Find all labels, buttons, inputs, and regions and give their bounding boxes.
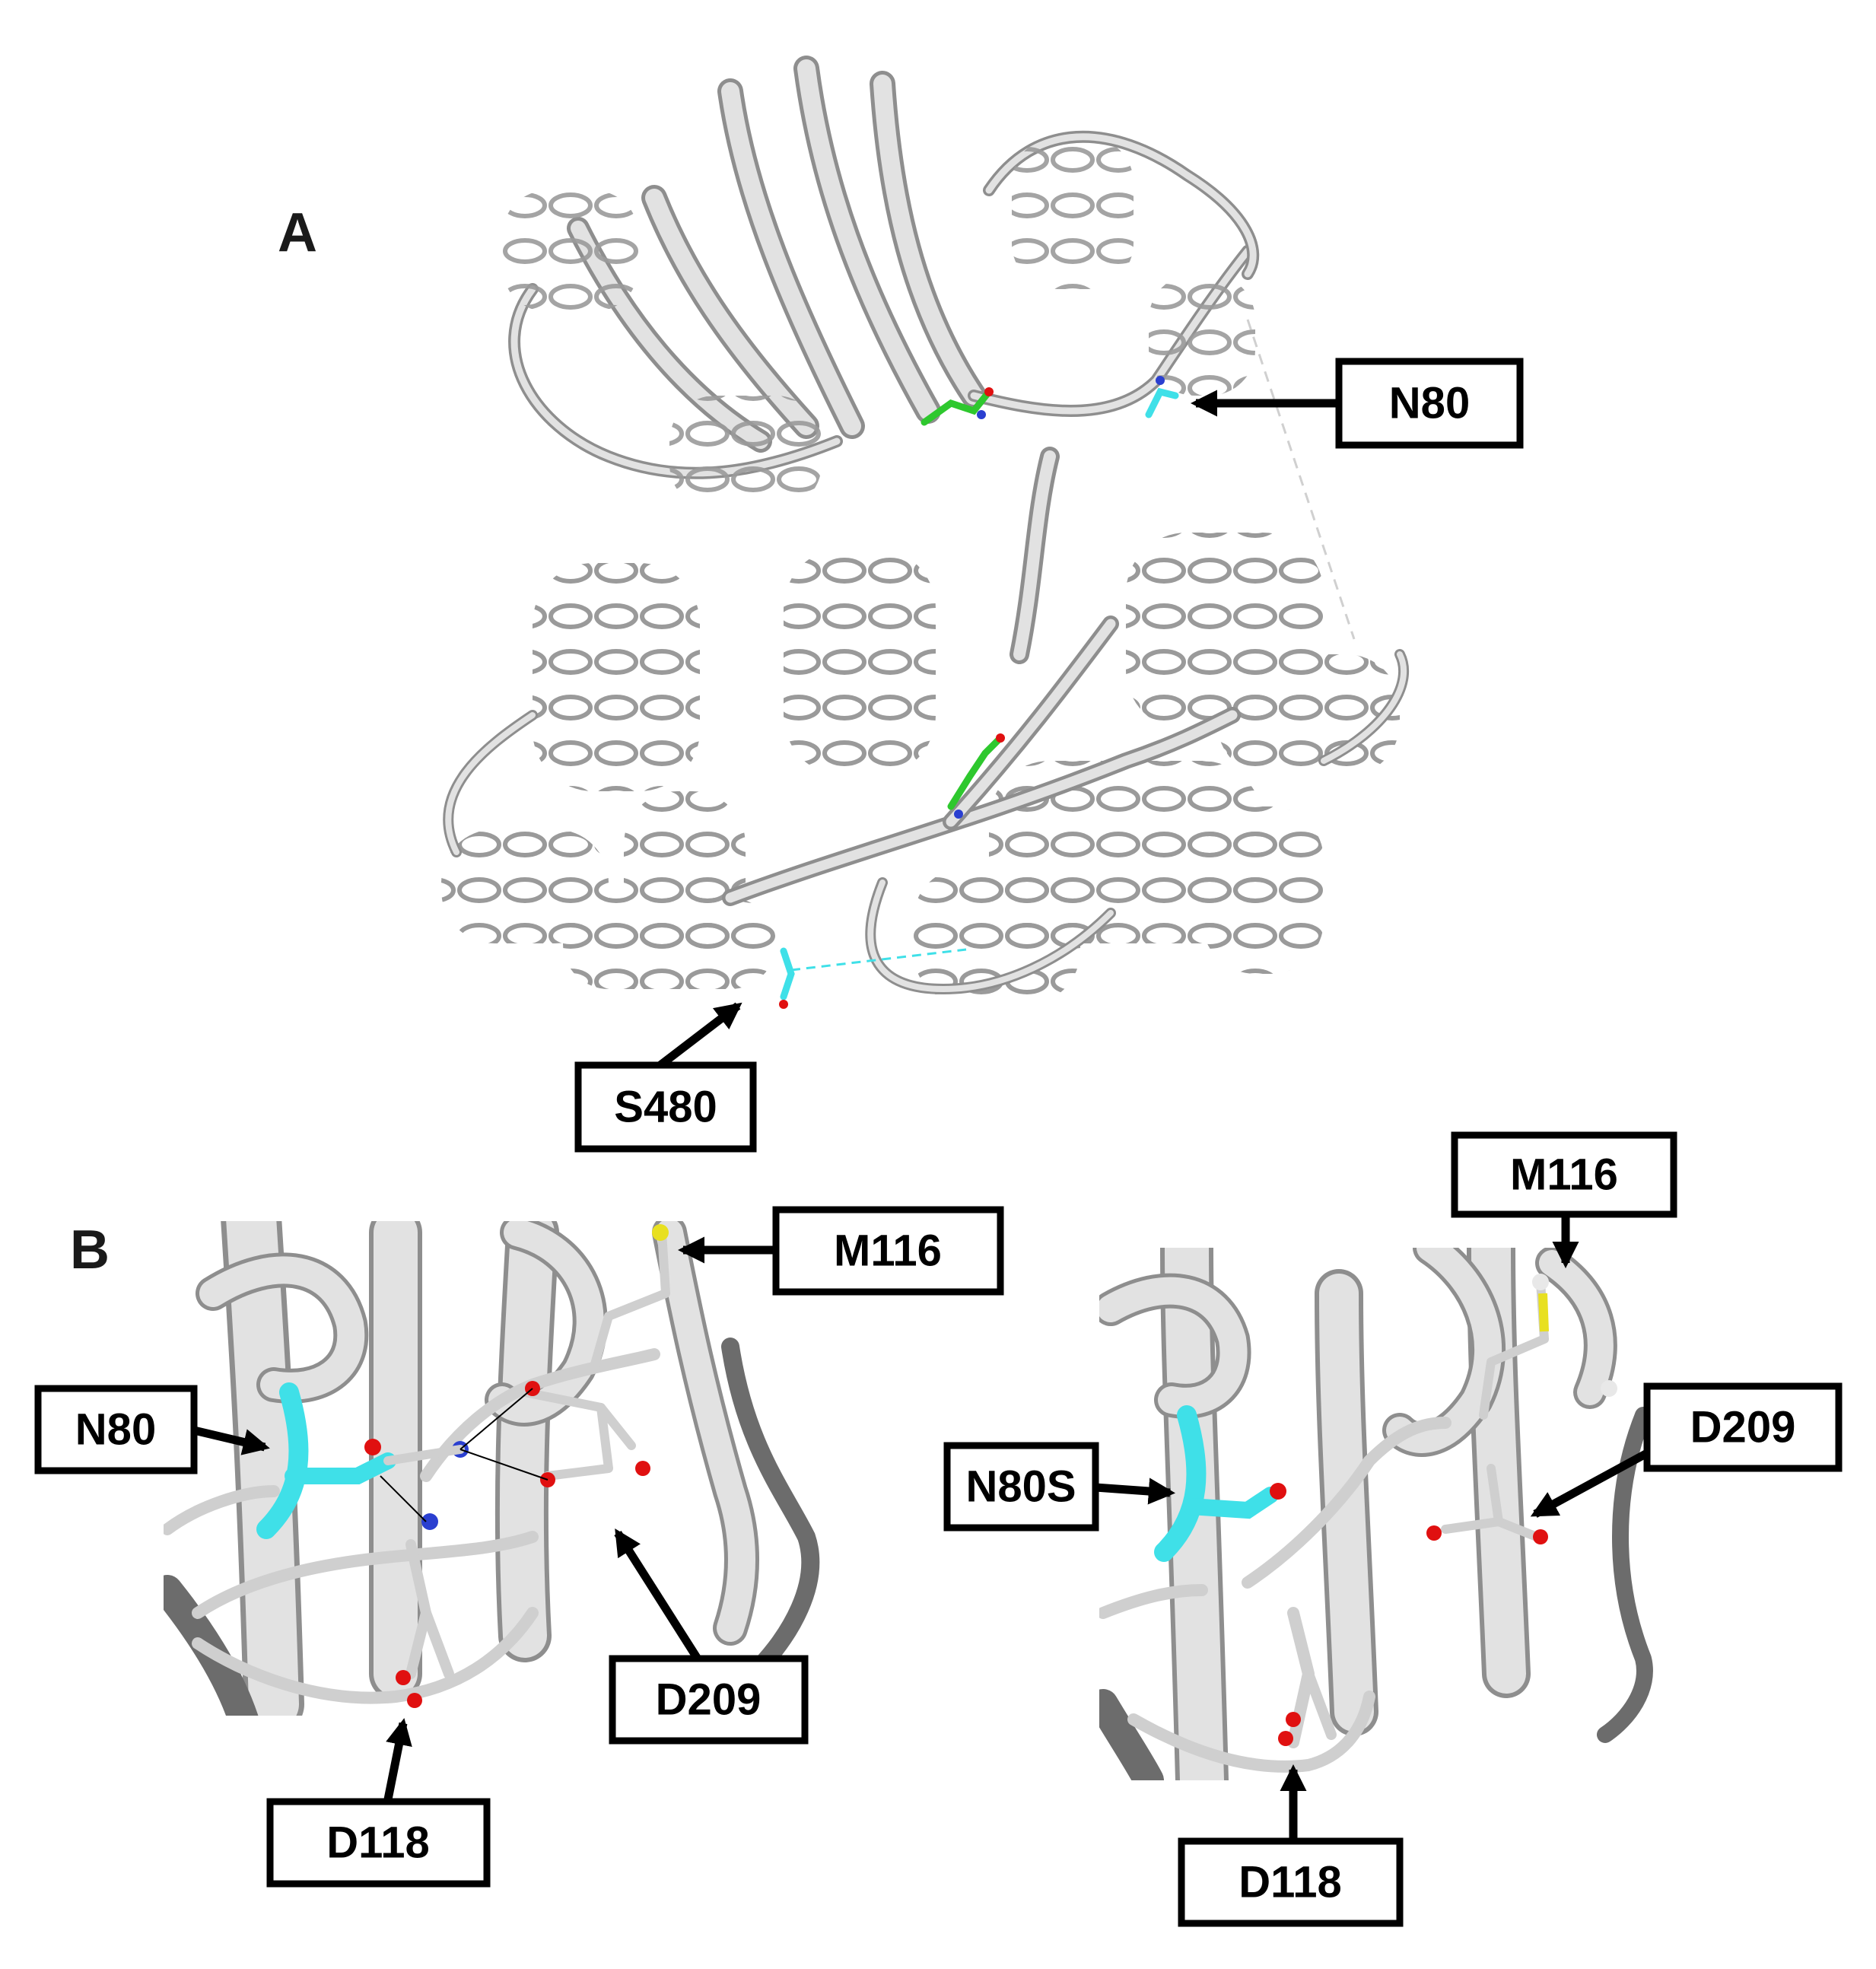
label-b-right-n80s-box	[943, 1442, 1099, 1532]
label-b-left-m116-text: M116	[834, 1226, 942, 1276]
label-a-n80: N80	[1190, 358, 1524, 449]
label-b-left-d118: D118	[266, 1718, 491, 1888]
label-b-left-d209: D209	[609, 1528, 809, 1745]
panel-a-letter: A	[278, 202, 317, 263]
label-b-right-m116: M116	[1451, 1131, 1677, 1269]
label-b-right-m116-box	[1451, 1131, 1677, 1218]
panel-a: A	[278, 56, 1524, 1153]
arrow-b-left-d118	[383, 1718, 412, 1801]
label-a-s480: S480	[574, 1002, 757, 1153]
label-b-right-d209-box	[1643, 1382, 1843, 1472]
label-b-right-m116-text: M116	[1510, 1150, 1618, 1200]
kinase-ribbon-cartoon	[441, 56, 1409, 1009]
closeup-mutant	[1099, 1248, 1653, 1780]
panel-b-letter: B	[70, 1220, 110, 1280]
c-lobe-loops	[443, 616, 1409, 994]
n-lobe-helices	[502, 137, 1255, 510]
label-b-left-m116-box	[772, 1206, 1004, 1296]
arrow-a-s480	[657, 1002, 742, 1069]
label-b-left-n80-box	[34, 1385, 198, 1474]
label-b-left-m116: M116	[677, 1206, 1004, 1296]
label-b-left-d209-text: D209	[656, 1675, 762, 1725]
panel-b: B	[34, 1131, 1843, 1927]
ligand-sticks	[921, 387, 1005, 819]
c-lobe-helices	[441, 533, 1400, 1004]
arrow-b-right-d209	[1530, 1449, 1649, 1518]
label-a-s480-text: S480	[614, 1083, 717, 1132]
label-b-right-d118: D118	[1178, 1764, 1404, 1927]
closeup-wildtype	[164, 1221, 820, 1716]
label-b-left-d118-text: D118	[326, 1818, 429, 1868]
label-a-n80-text: N80	[1389, 379, 1470, 428]
label-b-right-d209-text: D209	[1690, 1403, 1796, 1452]
label-a-s480-box	[574, 1061, 757, 1153]
residue-s480-sticks	[779, 947, 795, 1009]
label-b-left-d209-box	[609, 1655, 809, 1745]
arrow-b-left-n80	[192, 1426, 270, 1455]
label-a-n80-box	[1335, 358, 1524, 449]
arrow-b-left-d209	[614, 1528, 704, 1665]
label-b-right-d118-text: D118	[1238, 1858, 1341, 1907]
label-b-right-n80s-text: N80S	[965, 1462, 1076, 1512]
residue-n80-sticks	[1145, 376, 1179, 418]
label-b-left-d118-box	[266, 1798, 491, 1888]
label-b-left-n80: N80	[34, 1385, 270, 1474]
arrow-b-right-n80s	[1095, 1478, 1176, 1505]
label-b-right-d118-box	[1178, 1837, 1404, 1927]
label-b-left-n80-text: N80	[75, 1405, 156, 1455]
label-b-right-d209: D209	[1530, 1382, 1843, 1518]
label-b-right-n80s: N80S	[943, 1442, 1176, 1532]
